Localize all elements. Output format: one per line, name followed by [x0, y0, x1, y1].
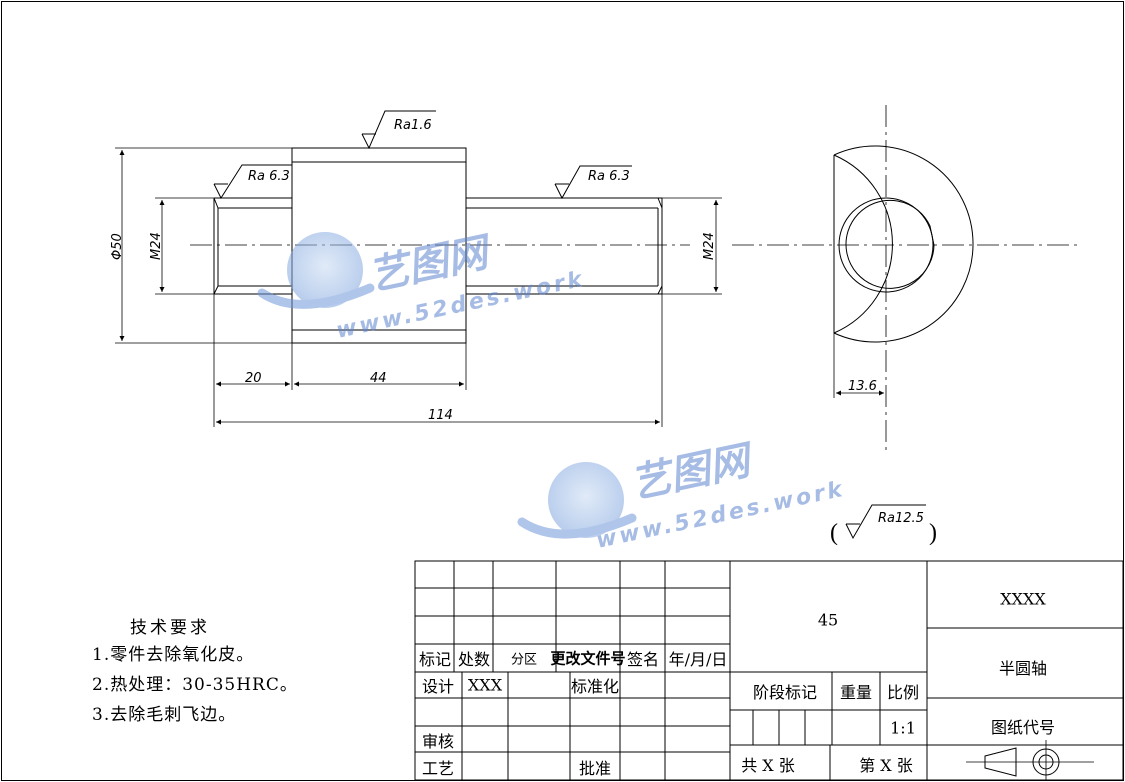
tb-change-doc: 更改文件号 [550, 649, 626, 668]
tb-zone: 分区 [510, 652, 538, 668]
watermark-2: 艺图网 www.52des.work [517, 437, 847, 554]
general-roughness-text: Ra12.5 [878, 511, 924, 526]
dim-width136-text: 13.6 [848, 379, 877, 394]
projection-symbol-icon [966, 740, 1094, 780]
dim-len44-text: 44 [370, 371, 387, 386]
tb-mark: 标记 [418, 650, 452, 669]
tb-review: 审核 [421, 732, 455, 751]
tb-design: 设计 [421, 677, 455, 696]
tb-count: 处数 [457, 650, 491, 669]
tech-requirement-2: 2.热处理：30-35HRC。 [92, 675, 298, 695]
tb-material: 45 [817, 610, 839, 630]
tb-approve: 批准 [578, 759, 612, 778]
tb-designer: XXX [467, 675, 503, 695]
dim-len114-text: 114 [428, 408, 453, 423]
tb-part-name: 半圆轴 [998, 659, 1048, 678]
dim-lengths [213, 294, 663, 427]
watermark-globe-icon [287, 232, 363, 308]
dim-m24-left-text: M24 [149, 232, 164, 260]
roughness-symbol-right [554, 165, 632, 200]
roughness-symbol-general [845, 504, 926, 540]
tb-standardize: 标准化 [570, 677, 620, 696]
dim-width136 [833, 333, 884, 398]
tb-sheets-total: 共 X 张 [741, 756, 795, 775]
tb-scale: 1:1 [890, 718, 916, 738]
tech-requirement-3: 3.去除毛刺飞边。 [92, 705, 237, 725]
side-view [833, 145, 974, 343]
tb-scale-label: 比例 [886, 683, 920, 702]
tb-date: 年/月/日 [668, 650, 728, 669]
tech-requirements-title: 技术要求 [130, 618, 210, 638]
tech-requirements: 技术要求 1.零件去除氧化皮。 2.热处理：30-35HRC。 3.去除毛刺飞边… [92, 616, 412, 730]
watermark-brand-2: 艺图网 [627, 437, 760, 508]
dim-m24-left [155, 197, 214, 295]
tb-weight: 重量 [839, 683, 873, 702]
title-block-grid [414, 560, 1124, 781]
general-roughness-open-paren: ( [830, 520, 838, 546]
dim-dia50-text: Φ50 [110, 233, 125, 260]
front-view [213, 147, 663, 344]
tb-process: 工艺 [421, 759, 455, 778]
roughness-top-text: Ra1.6 [394, 118, 432, 133]
dim-dia50 [115, 147, 292, 344]
watermark-globe-icon-2 [548, 462, 624, 538]
tb-company: XXXX [1000, 589, 1046, 609]
tb-sheet-no: 第 X 张 [859, 756, 913, 775]
tech-requirement-1: 1.零件去除氧化皮。 [92, 645, 255, 665]
general-roughness-close-paren: ) [929, 520, 937, 546]
tb-drawing-no-label: 图纸代号 [990, 718, 1056, 737]
dim-m24-right [662, 197, 722, 295]
roughness-right-text: Ra 6.3 [588, 169, 630, 184]
roughness-symbol-left [213, 164, 292, 200]
roughness-symbol-top [361, 110, 436, 150]
tb-signature: 签名 [626, 650, 660, 669]
tb-stage-mark: 阶段标记 [752, 683, 818, 702]
dim-len20-text: 20 [245, 371, 262, 386]
dim-m24-right-text: M24 [702, 232, 717, 260]
watermark-1: 艺图网 www.52des.work [257, 229, 587, 344]
roughness-left-text: Ra 6.3 [248, 169, 290, 184]
